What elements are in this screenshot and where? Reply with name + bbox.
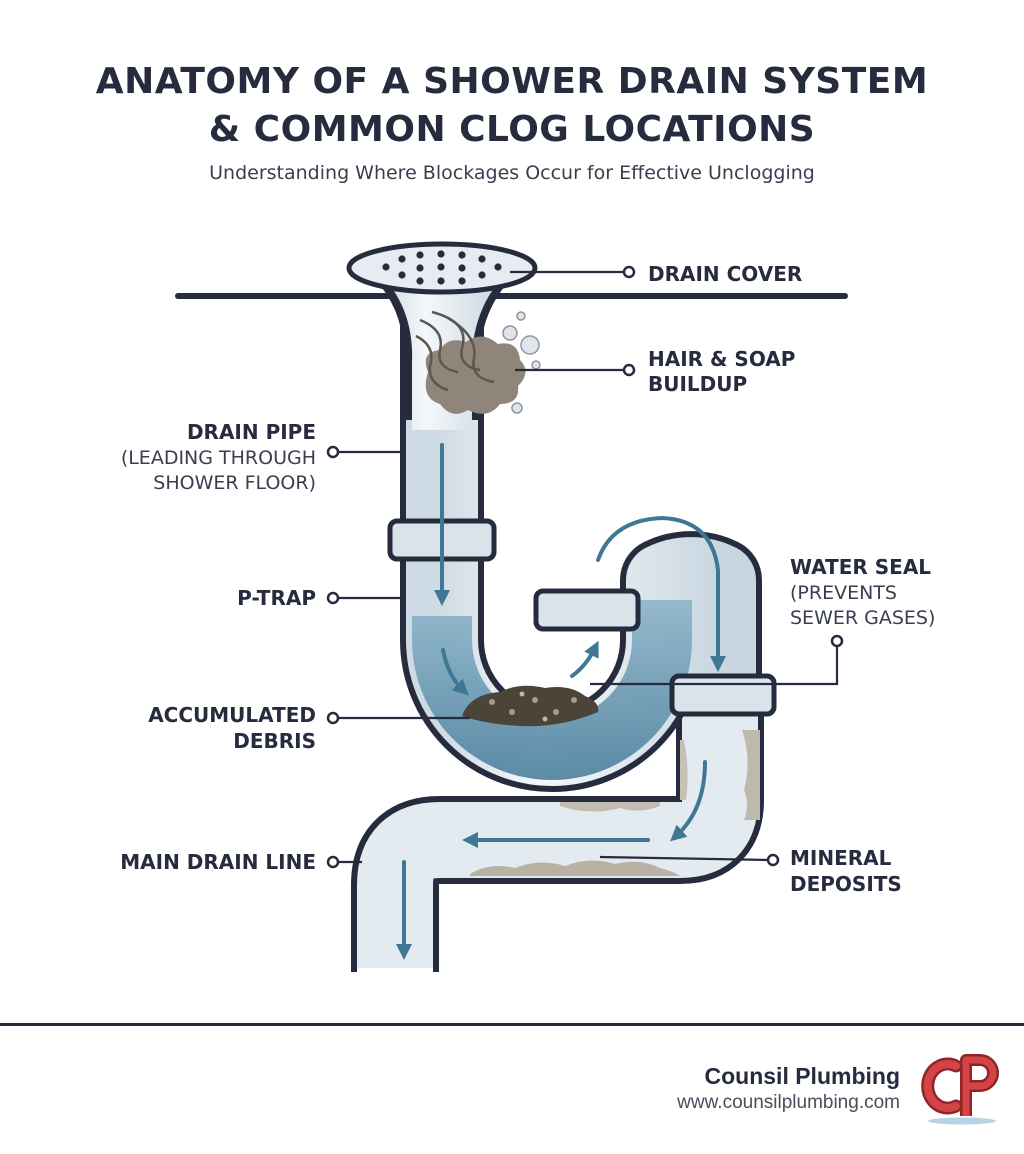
brand-url: www.counsilplumbing.com: [677, 1092, 900, 1113]
label-water-seal-line3: SEWER GASES): [790, 607, 935, 629]
label-water-seal-line2: (PREVENTS: [790, 582, 897, 604]
coupling-lower: [669, 673, 777, 717]
flow-arrows: [396, 443, 726, 960]
label-main-drain: MAIN DRAIN LINE: [120, 850, 316, 874]
main-drain-line-pipe: [351, 700, 764, 982]
water-seal-illustration: [412, 600, 692, 780]
label-drain-pipe-line3: SHOWER FLOOR): [153, 472, 316, 494]
drain-cover-illustration: [346, 241, 538, 295]
hair-soap-buildup-illustration: [415, 310, 541, 414]
accumulated-debris-illustration: [462, 685, 599, 727]
label-mineral-line1: MINERAL: [790, 846, 892, 870]
drain-diagram: DRAIN COVER HAIR & SOAP BUILDUP WATER SE…: [120, 241, 935, 982]
page-title: ANATOMY OF A SHOWER DRAIN SYSTEM & COMMO…: [0, 58, 1024, 154]
label-p-trap: P-TRAP: [237, 586, 316, 610]
title-line-1: ANATOMY OF A SHOWER DRAIN SYSTEM: [95, 61, 929, 102]
label-mineral-line2: DEPOSITS: [790, 872, 902, 896]
label-debris-line1: ACCUMULATED: [148, 703, 316, 727]
header: ANATOMY OF A SHOWER DRAIN SYSTEM & COMMO…: [0, 0, 1024, 184]
label-drain-pipe-line1: DRAIN PIPE: [187, 420, 316, 444]
title-line-2: & COMMON CLOG LOCATIONS: [208, 109, 816, 150]
brand-name: Counsil Plumbing: [704, 1063, 901, 1089]
brand-logo-icon: [921, 1054, 999, 1125]
leader-lines: [338, 270, 839, 864]
label-water-seal-line1: WATER SEAL: [790, 555, 931, 579]
leader-dots: [326, 265, 844, 869]
mineral-deposits-illustration: [470, 730, 760, 876]
label-drain-pipe-line2: (LEADING THROUGH: [121, 447, 316, 469]
label-drain-cover: DRAIN COVER: [648, 262, 802, 286]
label-hair-soap-line2: BUILDUP: [648, 372, 747, 396]
page-subtitle: Understanding Where Blockages Occur for …: [209, 162, 815, 184]
coupling-trap: [533, 588, 641, 632]
footer-divider: [0, 1023, 1024, 1026]
label-hair-soap-line1: HAIR & SOAP: [648, 347, 795, 371]
label-debris-line2: DEBRIS: [233, 729, 316, 753]
brand-block: Counsil Plumbing www.counsilplumbing.com: [677, 1063, 900, 1114]
